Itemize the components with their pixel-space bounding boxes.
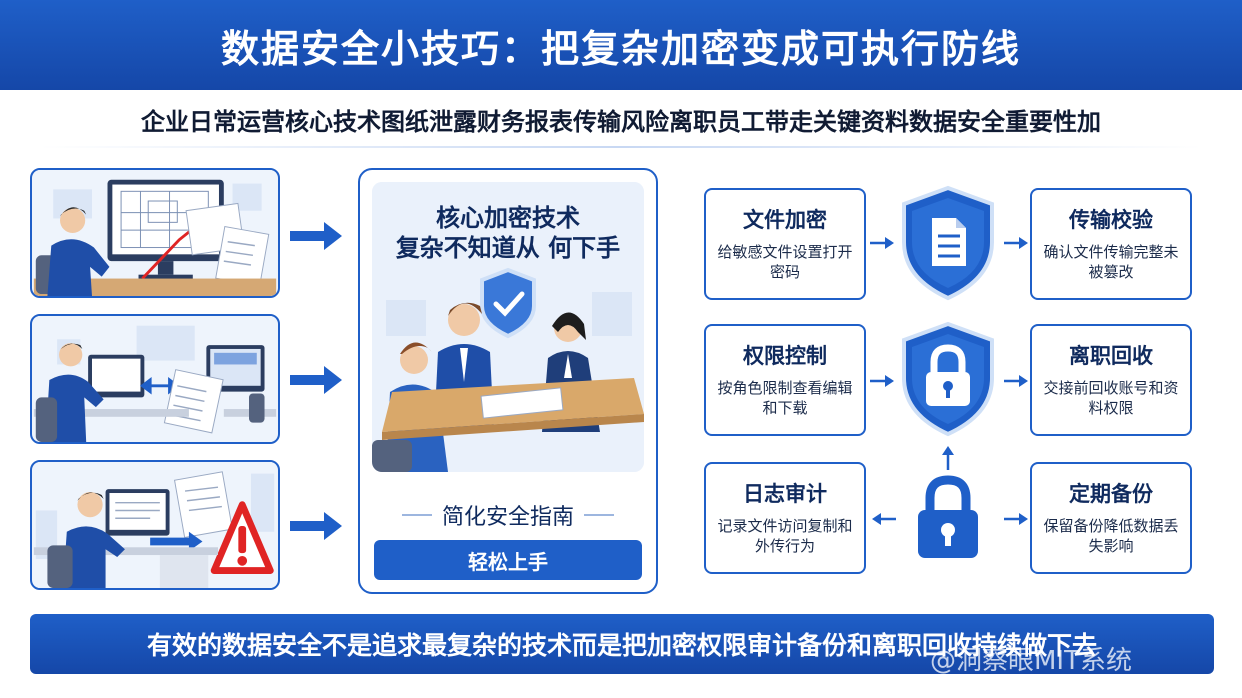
center-heading-line1: 核心加密技术 xyxy=(436,204,580,232)
watermark: @洞察眼MIT系统 xyxy=(930,646,1132,676)
check-shield-icon xyxy=(480,267,536,339)
step-title: 传输校验 xyxy=(1069,208,1153,232)
footer-text: 有效的数据安全不是追求最复杂的技术而是把加密权限审计备份和离职回收持续做下去 xyxy=(146,631,1097,660)
employee-exit-illustration xyxy=(33,462,277,588)
arrow-right-icon xyxy=(1004,375,1028,387)
center-heading-line2: 复杂不知道从 何下手 xyxy=(395,234,621,262)
step-desc: 给敏感文件设置打开密码 xyxy=(717,243,853,281)
arrow-right-icon xyxy=(1004,513,1028,525)
step-title: 日志审计 xyxy=(743,482,827,506)
step-title: 权限控制 xyxy=(743,344,827,368)
step-exit-recovery: 离职回收 交接前回收账号和资料权限 xyxy=(1030,324,1192,436)
page-title: 数据安全小技巧：把复杂加密变成可执行防线 xyxy=(220,26,1021,71)
scene-employee-exit xyxy=(30,460,280,590)
header-banner: 数据安全小技巧：把复杂加密变成可执行防线 xyxy=(0,0,1242,90)
arrow-up-icon xyxy=(942,446,954,470)
step-regular-backup: 定期备份 保留备份降低数据丢失影响 xyxy=(1030,462,1192,574)
guide-caption: 简化安全指南 xyxy=(372,500,644,530)
step-log-audit: 日志审计 记录文件访问复制和外传行为 xyxy=(704,462,866,574)
document-shield-icon xyxy=(902,185,994,301)
step-title: 定期备份 xyxy=(1069,482,1153,506)
team-meeting-illustration xyxy=(372,182,644,472)
step-permission-control: 权限控制 按角色限制查看编辑和下载 xyxy=(704,324,866,436)
scene-transfer-risk xyxy=(30,314,280,444)
guide-rule-left xyxy=(401,514,432,516)
guide-rule-right xyxy=(584,514,614,516)
arrow-right-icon xyxy=(290,222,342,250)
divider xyxy=(40,146,1202,148)
center-guide-card: 核心加密技术 复杂不知道从 何下手 简化安全指南 轻松上手 xyxy=(358,168,658,594)
footer-banner: 有效的数据安全不是追求最复杂的技术而是把加密权限审计备份和离职回收持续做下去 xyxy=(30,614,1214,674)
arrow-left-icon xyxy=(872,513,896,525)
padlock-shield-icon xyxy=(902,321,994,437)
arrow-right-icon xyxy=(290,512,342,540)
get-started-button[interactable]: 轻松上手 xyxy=(374,540,642,580)
guide-text: 简化安全指南 xyxy=(441,505,574,530)
meeting-illustration-panel: 核心加密技术 复杂不知道从 何下手 xyxy=(372,182,644,472)
scene-drawing-leak xyxy=(30,168,280,298)
drawing-leak-illustration xyxy=(33,170,277,296)
step-desc: 确认文件传输完整未被篡改 xyxy=(1043,243,1179,281)
page-subtitle: 企业日常运营核心技术图纸泄露财务报表传输风险离职员工带走关键资料数据安全重要性加 xyxy=(141,107,1101,136)
step-title: 离职回收 xyxy=(1069,344,1153,368)
step-desc: 交接前回收账号和资料权限 xyxy=(1043,379,1179,417)
arrow-right-icon xyxy=(1004,237,1028,249)
step-desc: 保留备份降低数据丢失影响 xyxy=(1043,517,1179,555)
padlock-icon xyxy=(918,475,978,558)
arrow-right-icon xyxy=(870,237,894,249)
step-transfer-check: 传输校验 确认文件传输完整未被篡改 xyxy=(1030,188,1192,300)
step-title: 文件加密 xyxy=(743,208,827,232)
arrow-right-icon xyxy=(290,366,342,394)
step-desc: 按角色限制查看编辑和下载 xyxy=(717,379,853,417)
transfer-risk-illustration xyxy=(33,316,277,442)
step-file-encryption: 文件加密 给敏感文件设置打开密码 xyxy=(704,188,866,300)
step-desc: 记录文件访问复制和外传行为 xyxy=(717,517,853,555)
arrow-right-icon xyxy=(870,375,894,387)
